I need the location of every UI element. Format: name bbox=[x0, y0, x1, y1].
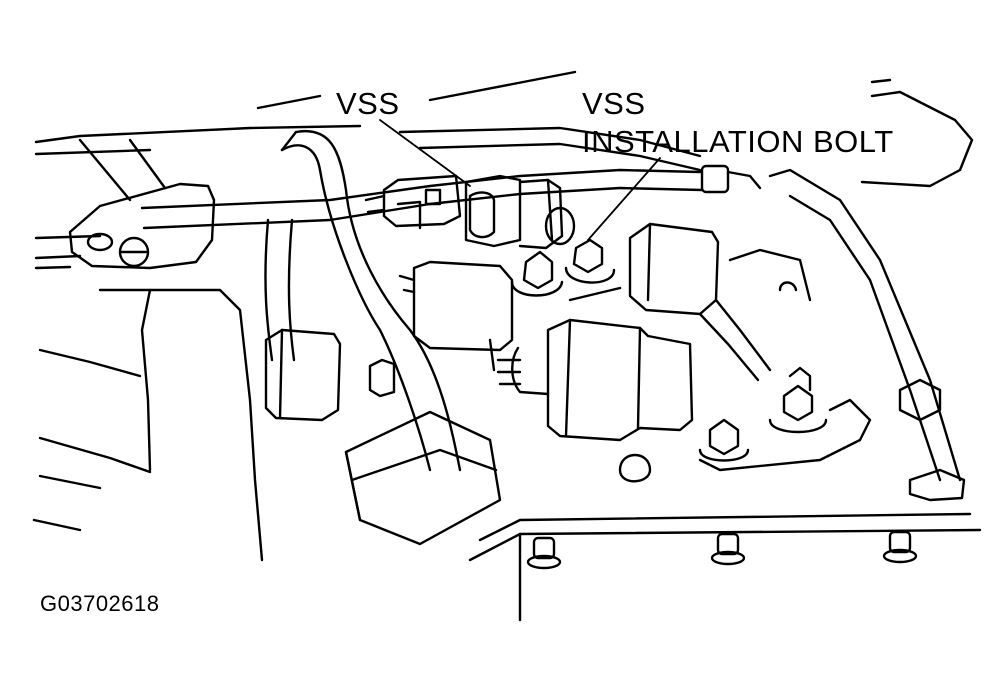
vss-sensor bbox=[466, 176, 574, 248]
solenoid-module-upper bbox=[630, 224, 770, 380]
right-side-bolts bbox=[700, 368, 940, 461]
vss-label: VSS bbox=[336, 86, 400, 121]
relay-box-left bbox=[266, 330, 394, 420]
vss-connector bbox=[366, 176, 460, 228]
figure-code: G03702618 bbox=[40, 591, 160, 616]
wiring-harness bbox=[265, 131, 460, 470]
leader-lines bbox=[380, 120, 660, 240]
solenoid-connector-middle bbox=[400, 262, 512, 370]
main-harness-connector bbox=[498, 320, 692, 440]
transmission-pan bbox=[100, 290, 980, 620]
right-side-bracket bbox=[620, 170, 964, 500]
vss-installation-bolts bbox=[512, 240, 620, 300]
left-mounting-bracket bbox=[70, 184, 214, 268]
lower-block bbox=[346, 412, 500, 544]
vss-bolt-label-line1: VSS bbox=[582, 86, 646, 121]
background-sketch-lines bbox=[34, 72, 972, 530]
vss-bolt-label-line2: INSTALLATION BOLT bbox=[582, 124, 894, 159]
